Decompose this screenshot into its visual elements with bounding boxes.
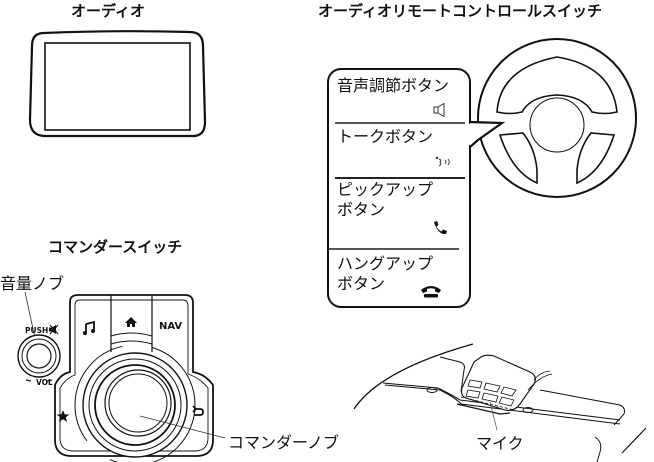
mute-icon <box>49 324 59 335</box>
volume-button-label: 音声調節ボタン <box>337 76 450 95</box>
phone-hangup-icon <box>421 286 441 298</box>
remote-buttons-callout: 音声調節ボタン トークボタン ピックアップ ボタン ハングアップ ボタン <box>327 68 471 308</box>
divider <box>335 122 465 124</box>
microphone-module <box>460 354 553 411</box>
pickup-button-label-1: ピックアップ <box>337 180 434 199</box>
music-icon[interactable] <box>83 320 95 335</box>
microphone-label: マイク <box>476 434 524 453</box>
favorite-star-icon[interactable] <box>56 410 70 422</box>
pickup-button-label-2: ボタン <box>337 200 386 219</box>
vol-text: VOL <box>36 378 53 387</box>
commander-switch-title: コマンダースイッチ <box>48 238 183 256</box>
talk-icon <box>435 156 450 167</box>
volume-knob[interactable] <box>17 334 61 382</box>
phone-pickup-icon <box>434 221 447 235</box>
divider <box>329 248 459 250</box>
audio-display-screen <box>44 42 191 131</box>
divider <box>335 177 465 179</box>
home-icon[interactable] <box>125 317 137 327</box>
back-icon[interactable] <box>192 405 204 416</box>
audio-title: オーディオ <box>71 2 145 20</box>
hangup-button-label-2: ボタン <box>337 274 386 293</box>
nav-button[interactable]: NAV <box>159 321 183 332</box>
remote-switch-title: オーディオリモートコントロールスイッチ <box>318 2 602 20</box>
commander-knob-label: コマンダーノブ <box>228 433 340 452</box>
talk-button-label: トークボタン <box>337 127 434 146</box>
push-text: PUSH <box>25 326 49 335</box>
speaker-icon <box>433 103 445 117</box>
hangup-button-label-1: ハングアップ <box>337 254 434 273</box>
volume-knob-label: 音量ノブ <box>0 274 65 293</box>
